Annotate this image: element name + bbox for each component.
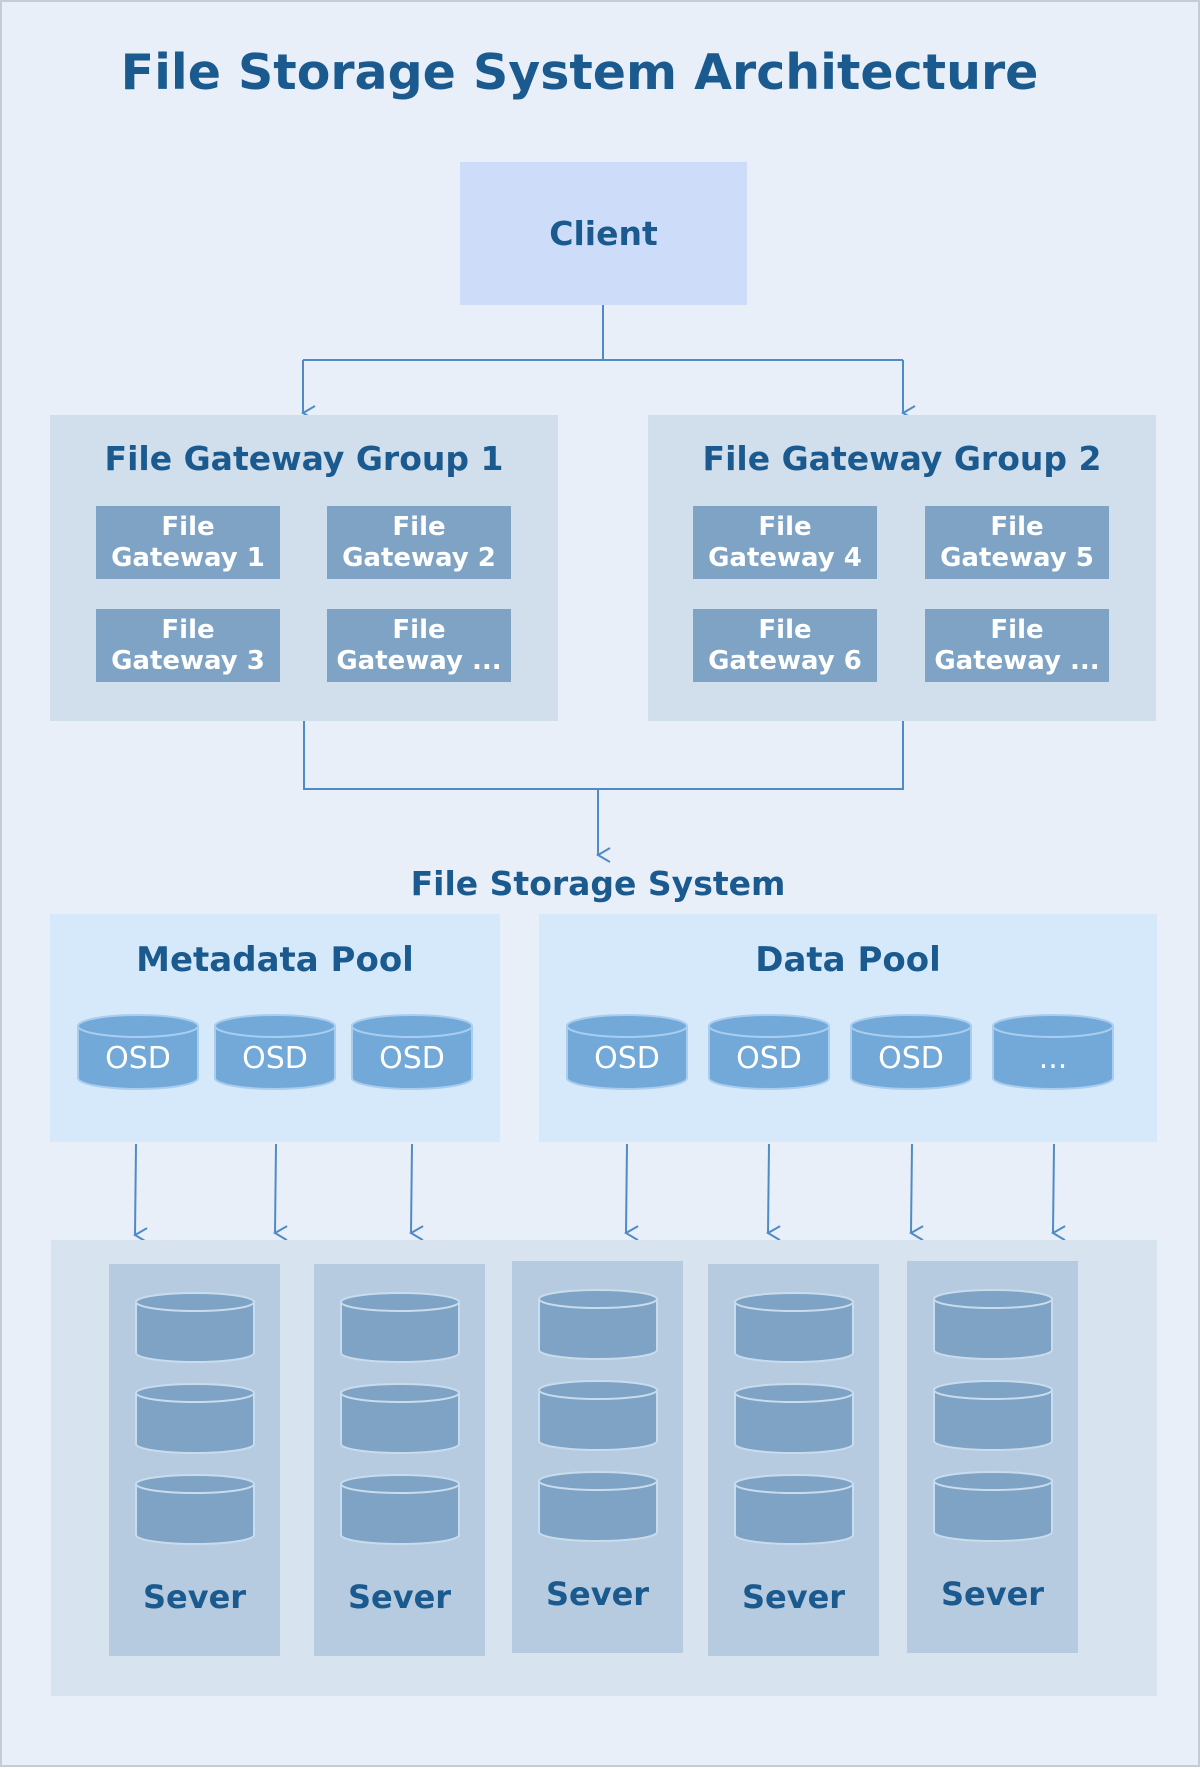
osd-label: OSD bbox=[878, 1040, 944, 1076]
gateway-label-line2: Gateway ... bbox=[934, 645, 1100, 676]
gateway-label-line2: Gateway 2 bbox=[342, 542, 496, 573]
gateway-label-line2: Gateway 5 bbox=[940, 542, 1094, 573]
disk-icon bbox=[933, 1380, 1053, 1451]
server-node: Sever bbox=[109, 1264, 280, 1656]
osd-disk: OSD bbox=[565, 1014, 689, 1092]
file-gateway-node: File Gateway ... bbox=[327, 609, 511, 682]
metadata-pool-title: Metadata Pool bbox=[136, 940, 414, 980]
gateway-label-line2: Gateway 1 bbox=[111, 542, 265, 573]
gateway-group-2: File Gateway Group 2 File Gateway 4 File… bbox=[648, 415, 1156, 721]
file-gateway-node: File Gateway ... bbox=[925, 609, 1109, 682]
server-label: Sever bbox=[940, 1575, 1045, 1613]
gateway-label-line2: Gateway 4 bbox=[708, 542, 862, 573]
osd-label: OSD bbox=[242, 1040, 308, 1076]
gateway-label-line2: Gateway 6 bbox=[708, 645, 862, 676]
disk-icon bbox=[734, 1474, 854, 1545]
server-node: Sever bbox=[907, 1261, 1078, 1653]
file-gateway-node: File Gateway 4 bbox=[693, 506, 877, 579]
file-gateway-node: File Gateway 2 bbox=[327, 506, 511, 579]
osd-label: OSD bbox=[736, 1040, 802, 1076]
osd-label: OSD bbox=[379, 1040, 445, 1076]
metadata-pool: Metadata Pool OSD OSD OSD bbox=[50, 914, 500, 1142]
disk-icon bbox=[933, 1289, 1053, 1360]
disk-icon bbox=[340, 1292, 460, 1363]
disk-icon bbox=[734, 1292, 854, 1363]
disk-icon bbox=[734, 1383, 854, 1454]
disk-icon bbox=[538, 1471, 658, 1542]
gateway-label-line1: File bbox=[161, 511, 215, 542]
gateway-group-1-title: File Gateway Group 1 bbox=[104, 439, 504, 478]
osd-disk: OSD bbox=[76, 1014, 200, 1092]
osd-disk: OSD bbox=[707, 1014, 831, 1092]
disk-icon bbox=[135, 1292, 255, 1363]
server-label: Sever bbox=[545, 1575, 650, 1613]
file-gateway-node: File Gateway 1 bbox=[96, 506, 280, 579]
osd-disk: OSD bbox=[849, 1014, 973, 1092]
client-to-groups-connector bbox=[302, 305, 904, 413]
disk-icon bbox=[538, 1380, 658, 1451]
gateway-label-line1: File bbox=[161, 614, 215, 645]
server-node: Sever bbox=[512, 1261, 683, 1653]
server-label: Sever bbox=[741, 1578, 846, 1616]
file-gateway-node: File Gateway 6 bbox=[693, 609, 877, 682]
osd-disk: OSD bbox=[350, 1014, 474, 1092]
server-label: Sever bbox=[142, 1578, 247, 1616]
server-label: Sever bbox=[347, 1578, 452, 1616]
osd-label: OSD bbox=[105, 1040, 171, 1076]
gateway-label-line1: File bbox=[990, 511, 1044, 542]
client-node: Client bbox=[460, 162, 747, 305]
gateway-label-line2: Gateway 3 bbox=[111, 645, 265, 676]
disk-icon bbox=[135, 1383, 255, 1454]
gateway-label-line1: File bbox=[758, 511, 812, 542]
disk-icon bbox=[933, 1471, 1053, 1542]
gateway-label-line1: File bbox=[990, 614, 1044, 645]
server-node: Sever bbox=[314, 1264, 485, 1656]
gateway-label-line1: File bbox=[758, 614, 812, 645]
gateway-label-line2: Gateway ... bbox=[336, 645, 502, 676]
data-pool: Data Pool OSD OSD OSD ... bbox=[539, 914, 1157, 1142]
pool-to-server-arrows bbox=[133, 1143, 1066, 1243]
osd-disk: OSD bbox=[213, 1014, 337, 1092]
file-storage-system-title: File Storage System bbox=[410, 864, 786, 903]
file-gateway-node: File Gateway 5 bbox=[925, 506, 1109, 579]
gateway-group-2-title: File Gateway Group 2 bbox=[702, 439, 1102, 478]
gateway-label-line1: File bbox=[392, 511, 446, 542]
disk-icon bbox=[340, 1383, 460, 1454]
disk-icon bbox=[340, 1474, 460, 1545]
server-node: Sever bbox=[708, 1264, 879, 1656]
disk-icon bbox=[538, 1289, 658, 1360]
gateway-group-1: File Gateway Group 1 File Gateway 1 File… bbox=[50, 415, 558, 721]
page-title: File Storage System Architecture bbox=[120, 44, 1039, 101]
gateway-label-line1: File bbox=[392, 614, 446, 645]
file-gateway-node: File Gateway 3 bbox=[96, 609, 280, 682]
data-pool-title: Data Pool bbox=[755, 940, 941, 980]
osd-label: OSD bbox=[594, 1040, 660, 1076]
groups-to-storage-connector bbox=[303, 721, 904, 853]
disk-icon bbox=[135, 1474, 255, 1545]
osd-disk: ... bbox=[991, 1014, 1115, 1092]
osd-label: ... bbox=[1038, 1040, 1068, 1076]
